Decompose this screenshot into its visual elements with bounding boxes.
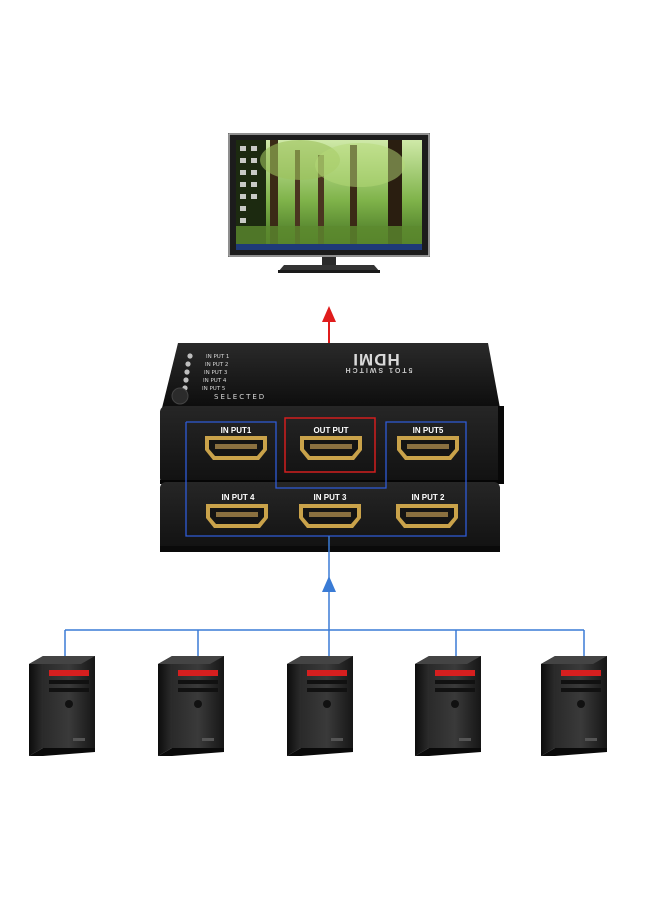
- selected-label: SELECTED: [214, 393, 266, 401]
- hdmi-switch-icon: IN PUT 1 IN PUT 2 IN PUT 3 IN PUT 4 IN P…: [160, 343, 504, 552]
- input-lines: [64, 536, 585, 660]
- monitor-icon: [228, 133, 430, 273]
- hdmi-port-icon[interactable]: [396, 504, 458, 528]
- computer-tower-icon: [158, 656, 224, 756]
- computer-tower-icon: [541, 656, 607, 756]
- hdmi-port-icon[interactable]: [300, 436, 362, 460]
- select-button[interactable]: [171, 387, 189, 405]
- output-highlight: [284, 417, 376, 473]
- indicator-label-2: IN PUT 2: [205, 362, 228, 368]
- indicator-label-3: IN PUT 3: [204, 370, 228, 376]
- port-label-output: OUT PUT: [313, 426, 348, 435]
- model-label: 5TO1 SWITCH: [344, 366, 413, 373]
- port-label-input1: IN PUT1: [221, 426, 252, 435]
- port-label-input5: IN PUT5: [413, 426, 444, 435]
- indicator-leds: IN PUT 1 IN PUT 2 IN PUT 3 IN PUT 4 IN P…: [182, 353, 229, 392]
- indicator-label-1: IN PUT 1: [206, 354, 229, 360]
- computer-tower-icon: [29, 656, 95, 756]
- arrow-up-icon: [322, 306, 336, 322]
- hdmi-port-icon[interactable]: [397, 436, 459, 460]
- computer-tower-icon: [415, 656, 481, 756]
- hdmi-port-icon[interactable]: [205, 436, 267, 460]
- hdmi-port-icon[interactable]: [299, 504, 361, 528]
- indicator-label-4: IN PUT 4: [203, 378, 227, 384]
- indicator-label-5: IN PUT 5: [202, 386, 226, 392]
- port-label-input3: IN PUT 3: [314, 493, 347, 502]
- input-highlight: [185, 421, 467, 537]
- arrow-up-icon: [322, 576, 336, 592]
- brand-logo: HDMI: [352, 350, 399, 369]
- port-label-input2: IN PUT 2: [412, 493, 445, 502]
- hdmi-port-icon[interactable]: [206, 504, 268, 528]
- port-label-input4: IN PUT 4: [222, 493, 255, 502]
- computer-tower-icon: [287, 656, 353, 756]
